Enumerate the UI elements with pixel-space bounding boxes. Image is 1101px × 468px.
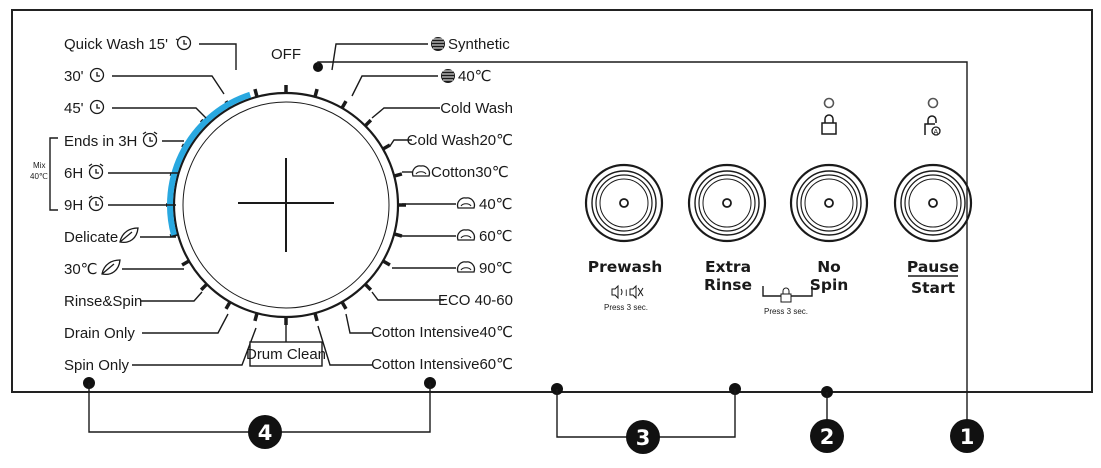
door-lock-indicator-led	[927, 97, 939, 109]
program-label-spin-only: Spin Only	[64, 357, 130, 374]
program-label-9h: 9H	[64, 197, 83, 214]
option-buttons	[584, 163, 973, 243]
child-lock-icon	[780, 287, 792, 303]
svg-text:I: I	[625, 288, 628, 298]
alarm-clock-icon	[88, 195, 104, 212]
svg-text:A: A	[934, 129, 939, 136]
callout-3-number: 3	[636, 426, 651, 450]
callout-4-badge: 4	[248, 415, 282, 449]
callout-1-number: 1	[960, 425, 975, 449]
synthetic-icon	[441, 69, 455, 83]
program-label-30c: 30℃	[64, 261, 98, 278]
dial-tick	[363, 282, 373, 292]
no-spin-button-label-line2: Spin	[810, 276, 849, 294]
prewash-press-note: Press 3 sec.	[604, 303, 648, 312]
lock-icon	[821, 114, 837, 135]
dial-tick	[340, 100, 348, 109]
dial-tick	[340, 301, 348, 310]
callout-2-number: 2	[820, 425, 835, 449]
program-label-30: 30'	[64, 68, 84, 85]
dial-tick	[363, 118, 373, 128]
program-label-45: 45'	[64, 100, 84, 117]
program-label-cotton-60c: 60℃	[479, 228, 513, 245]
dial-tick	[181, 259, 190, 267]
cotton-icon	[411, 165, 431, 177]
program-label-cotton-intensive-40c: Cotton Intensive40℃	[371, 324, 513, 341]
program-label-cotton-40c: 40℃	[479, 196, 513, 213]
quick-wash-arc	[167, 91, 252, 236]
dial-tick	[382, 143, 391, 151]
program-label-synthetic: Synthetic	[448, 36, 510, 53]
left-leader-lines	[108, 43, 257, 366]
synthetic-icon	[431, 37, 445, 51]
dial-tick	[253, 88, 259, 98]
alarm-clock-icon	[88, 163, 104, 180]
extra-rinse-button-label-line1: Extra	[705, 258, 751, 276]
program-label-eco-40-60: ECO 40-60	[438, 292, 513, 309]
program-label-drain-only: Drain Only	[64, 325, 135, 342]
cotton-icon	[456, 229, 476, 241]
mix-label: Mix	[33, 161, 45, 170]
extra-rinse-button-label-line2: Rinse	[704, 276, 752, 294]
pause-start-button[interactable]	[893, 163, 973, 243]
left-program-labels: Quick Wash 15' 30' 45' Ends in 3H 6H 9H …	[64, 36, 168, 374]
program-label-rinse-spin: Rinse&Spin	[64, 293, 142, 310]
dial-tick	[313, 88, 319, 98]
pause-button-label: Pause	[907, 258, 959, 276]
dial-tick	[313, 312, 319, 322]
right-program-icons	[411, 37, 476, 273]
alarm-clock-icon	[142, 131, 158, 148]
mix-bracket	[49, 137, 58, 211]
quick-clock-icon	[89, 99, 105, 115]
sound-mute-icon: I	[611, 284, 644, 300]
dial-tick	[199, 282, 209, 292]
dial-tick	[224, 301, 232, 310]
program-label-ends-in-3h: Ends in 3H	[64, 133, 137, 150]
dial-tick	[382, 259, 391, 267]
right-program-labels: Synthetic 40℃ Cold Wash Cold Wash20℃ Cot…	[371, 36, 513, 373]
program-label-quick-wash-15: Quick Wash 15'	[64, 36, 168, 53]
program-label-drum-clean: Drum Clean	[246, 346, 326, 363]
leaf-icon	[119, 227, 139, 244]
drum-clean-box	[249, 341, 323, 367]
leaf-icon	[101, 259, 121, 276]
callout-3-badge: 3	[626, 420, 660, 454]
lock-indicator-led	[823, 97, 835, 109]
start-button-label: Start	[911, 279, 956, 297]
callout-4-number: 4	[258, 421, 273, 445]
off-label: OFF	[271, 46, 301, 63]
program-label-delicate: Delicate	[64, 229, 118, 246]
no-spin-button-label-line1: No	[817, 258, 841, 276]
extra-rinse-button[interactable]	[687, 163, 767, 243]
program-label-synthetic-40c: 40℃	[458, 68, 492, 85]
program-label-cotton-30c: Cotton30℃	[431, 164, 509, 181]
cotton-icon	[456, 197, 476, 209]
prewash-button-label: Prewash	[588, 258, 663, 276]
dial-tick	[393, 172, 403, 178]
door-lock-icon: A	[924, 115, 941, 136]
callout-2-badge: 2	[810, 419, 844, 453]
child-lock-press-note: Press 3 sec.	[764, 307, 808, 316]
program-label-cold-wash-20c: Cold Wash20℃	[407, 132, 513, 149]
program-label-6h: 6H	[64, 165, 83, 182]
program-label-cotton-intensive-60c: Cotton Intensive60℃	[371, 356, 513, 373]
callout-1-badge: 1	[950, 419, 984, 453]
no-spin-button[interactable]	[789, 163, 869, 243]
program-label-cotton-90c: 90℃	[479, 260, 513, 277]
program-label-cold-wash: Cold Wash	[440, 100, 513, 117]
dial-inner-ring	[182, 101, 390, 309]
mix-temperature-label: 40℃	[30, 172, 48, 181]
prewash-button[interactable]	[584, 163, 664, 243]
program-dial[interactable]	[166, 85, 406, 325]
cotton-icon	[456, 261, 476, 273]
quick-clock-icon	[89, 67, 105, 83]
dial-tick	[253, 312, 259, 322]
quick-clock-icon	[175, 35, 192, 51]
left-program-icons	[88, 35, 192, 276]
